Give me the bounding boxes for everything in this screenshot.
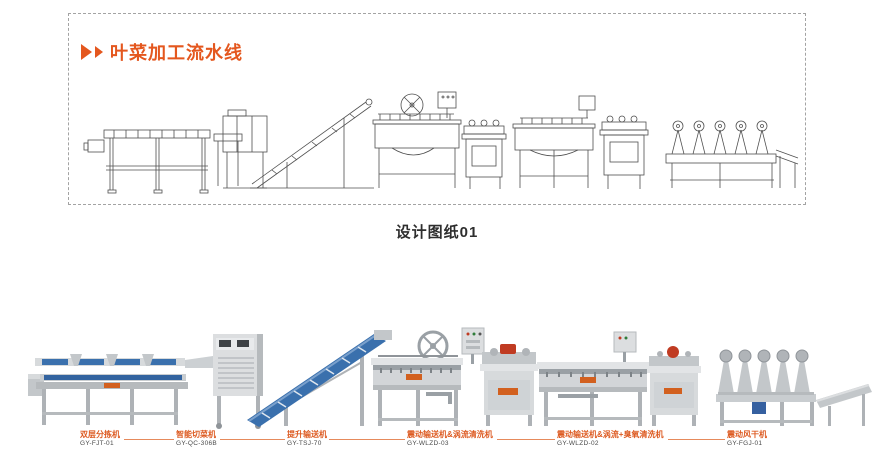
machine-label: 双层分拣机 GY-FJT-01 xyxy=(80,430,120,448)
technical-drawing xyxy=(83,91,799,194)
drawing-dryer xyxy=(665,120,777,188)
page-title-text: 叶菜加工流水线 xyxy=(110,43,243,63)
drawing-outfeed xyxy=(775,149,799,188)
machine-name: 震动输送机&涡流清洗机 xyxy=(407,430,493,439)
leader-line xyxy=(124,439,174,440)
photo-cutter xyxy=(185,334,263,429)
drawing-infeed-table xyxy=(213,133,243,186)
drawing-caption: 设计图纸01 xyxy=(395,224,479,241)
photo-sorter xyxy=(28,354,188,425)
drawing-motor xyxy=(83,139,105,153)
photo-outfeed xyxy=(816,384,872,426)
machine-model: GY-TSJ-70 xyxy=(287,440,322,447)
machine-name: 智能切菜机 xyxy=(176,430,216,439)
leader-line xyxy=(329,439,405,440)
machine-label: 震动输送机&涡流+臭氧清洗机 GY-WLZD-02 xyxy=(557,430,663,448)
drawing-cutter xyxy=(222,109,268,189)
leader-line xyxy=(668,439,725,440)
machine-model: GY-QC-306B xyxy=(176,440,218,447)
page-title: 叶菜加工流水线 xyxy=(81,39,243,65)
machine-label: 震动输送机&涡流清洗机 GY-WLZD-03 xyxy=(407,430,493,448)
drawing-washer-b xyxy=(461,119,507,189)
machine-model: GY-WLZD-03 xyxy=(407,440,449,447)
machine-model: GY-WLZD-02 xyxy=(557,440,599,447)
drawing-washer-c xyxy=(512,95,596,188)
drawing-washer-a xyxy=(372,91,462,188)
machine-labels: 双层分拣机 GY-FJT-01 智能切菜机 GY-QC-306B 提升输送机 G… xyxy=(0,430,877,464)
photo-washer-a xyxy=(371,327,485,426)
machine-label: 震动风干机 GY-FGJ-01 xyxy=(727,430,767,448)
machine-name: 震动风干机 xyxy=(727,430,767,439)
product-photo xyxy=(28,327,872,429)
drawing-sorter xyxy=(103,129,211,194)
leader-line xyxy=(497,439,555,440)
machine-name: 双层分拣机 xyxy=(80,430,120,439)
drawing-incline xyxy=(250,98,374,189)
machine-model: GY-FGJ-01 xyxy=(727,440,763,447)
blueprint-box: 叶菜加工流水线 xyxy=(68,13,806,205)
title-arrow-icon xyxy=(81,44,92,60)
title-arrow-icon xyxy=(95,46,103,58)
machine-label: 提升输送机 GY-TSJ-70 xyxy=(287,430,327,448)
leader-line xyxy=(220,439,285,440)
photo-washer-c xyxy=(537,331,649,426)
photo-washer-d xyxy=(647,346,701,426)
machine-name: 提升输送机 xyxy=(287,430,327,439)
photo-washer-b xyxy=(480,344,538,426)
machine-label: 智能切菜机 GY-QC-306B xyxy=(176,430,217,448)
photo-incline xyxy=(247,330,392,427)
drawing-washer-d xyxy=(599,115,649,189)
machine-name: 震动输送机&涡流+臭氧清洗机 xyxy=(557,430,664,439)
machine-model: GY-FJT-01 xyxy=(80,440,114,447)
photo-dryer xyxy=(716,349,816,426)
